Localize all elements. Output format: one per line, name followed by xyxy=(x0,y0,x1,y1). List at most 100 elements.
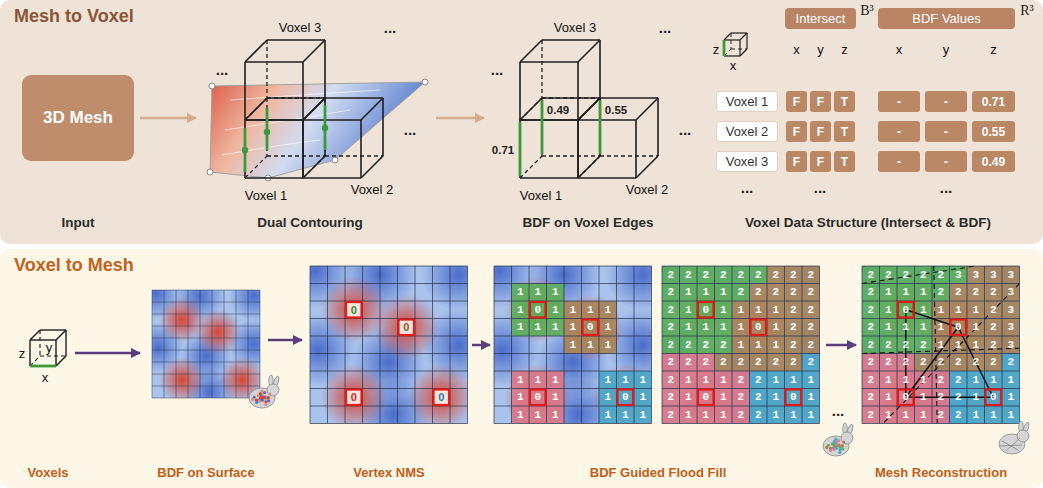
axis-cube-icon xyxy=(65,330,66,356)
flow-arrow xyxy=(140,117,196,120)
bdf-edge-figure xyxy=(520,156,542,178)
bunny-mesh xyxy=(267,396,270,399)
bunny-mesh xyxy=(267,384,279,396)
step-caption: Mesh Reconstruction xyxy=(875,466,1007,480)
table-cell: F xyxy=(786,121,807,142)
grid-ff2 xyxy=(662,353,820,354)
grid-nms xyxy=(310,423,468,424)
bdf-edge-figure xyxy=(542,97,600,99)
grid-ff1 xyxy=(494,371,652,372)
ellipsis: ... xyxy=(659,20,672,37)
cell-value: F xyxy=(793,155,800,169)
dual-contouring-figure xyxy=(302,62,304,120)
axis-cube-icon xyxy=(30,330,66,366)
flow-arrow xyxy=(826,344,856,347)
flow-arrow xyxy=(472,344,490,347)
axis-cube-icon xyxy=(724,33,731,40)
bdf-edge-figure xyxy=(520,40,542,62)
dual-contouring-figure xyxy=(245,119,303,121)
grid-sur xyxy=(195,309,241,355)
cell-value: 0.71 xyxy=(982,95,1005,109)
grid-ff2 xyxy=(631,235,848,452)
bdf-edge-figure xyxy=(542,39,600,41)
bdf-edge-figure xyxy=(636,98,658,120)
bdf-edge-figure xyxy=(599,98,601,156)
table-cell: F xyxy=(810,121,831,142)
table-cell: - xyxy=(925,91,967,112)
table-cell: T xyxy=(834,91,855,112)
table-cell: 0.49 xyxy=(972,151,1015,172)
dual-contouring-figure xyxy=(303,98,325,120)
axis-cube-icon xyxy=(30,365,56,366)
grid-mr xyxy=(862,336,1020,337)
ellipsis: ... xyxy=(814,180,827,197)
dual-contouring-figure xyxy=(361,156,383,178)
grid-sur xyxy=(152,338,260,339)
dual-contouring-figure xyxy=(207,40,428,181)
bunny-mesh xyxy=(264,400,267,403)
dual-contouring-figure xyxy=(267,39,325,41)
axis-cube-icon xyxy=(30,356,40,366)
grid-row-numbers: 2 1 1 1 2 2 1 1 1 xyxy=(667,409,816,420)
voxel-label: Voxel 1 xyxy=(245,189,288,203)
grid-row-numbers: 2 1 1 1 2 2 1 1 1 xyxy=(667,374,816,385)
bunny-mesh xyxy=(825,446,828,449)
grid-mr xyxy=(862,318,1020,319)
grid-ff1 xyxy=(494,301,652,302)
flow-arrow xyxy=(436,117,484,120)
bdf-edge-figure xyxy=(520,98,542,120)
grid-ff1 xyxy=(494,336,652,337)
dual-contouring-figure xyxy=(325,155,383,156)
grid-ff2 xyxy=(662,371,820,372)
grid-nms xyxy=(310,266,468,267)
voxel-label: Voxel 3 xyxy=(279,21,322,35)
grid-nms xyxy=(467,266,468,424)
dual-contouring-figure xyxy=(264,129,270,135)
dual-contouring-figure xyxy=(303,119,361,121)
bunny-mesh xyxy=(835,447,838,450)
dual-contouring-figure xyxy=(422,79,428,85)
flow-arrow xyxy=(75,352,140,355)
grid-ff2 xyxy=(662,318,820,319)
row-label-box: Voxel 1 xyxy=(716,91,778,112)
bdf-edge-figure xyxy=(635,120,637,178)
grid-sur xyxy=(152,398,260,399)
grid-mr xyxy=(1019,266,1020,424)
ellipsis: ... xyxy=(741,180,754,197)
grid-row-numbers: 2 1 1 1 2 2 2 2 2 xyxy=(667,287,816,298)
grid-ff2 xyxy=(662,336,820,337)
axis-cube-icon xyxy=(40,329,66,330)
cell-value: 0.55 xyxy=(982,125,1005,139)
dual-contouring-figure xyxy=(303,98,325,120)
bdf-edge-figure xyxy=(578,177,636,179)
grid-ff1 xyxy=(494,353,652,354)
cell-value: - xyxy=(897,95,901,109)
row-label: Voxel 3 xyxy=(726,154,769,169)
axis-cube-icon xyxy=(746,33,747,49)
grid-nms xyxy=(310,301,468,302)
axis-label: x xyxy=(730,59,737,73)
grid-ff1 xyxy=(494,318,652,319)
space-label: B³ xyxy=(860,3,874,18)
bdf-edge-figure xyxy=(520,177,578,179)
grid-sur xyxy=(176,290,177,398)
grid-mr xyxy=(862,353,1020,354)
ellipsis: ... xyxy=(679,122,692,139)
grid-ff1 xyxy=(494,423,652,424)
dual-contouring-figure xyxy=(332,157,338,163)
grid-row-numbers: 1 0 1 xyxy=(604,392,648,403)
bdf-edge-figure xyxy=(577,120,579,178)
grid-row-numbers: 2 2 2 2 2 2 2 2 2 xyxy=(667,357,816,368)
grid-sur xyxy=(236,290,237,398)
dual-contouring-figure xyxy=(360,120,362,178)
bdf-edge-figure xyxy=(520,40,658,178)
bdf-edge-figure xyxy=(520,119,578,121)
grid-nms xyxy=(321,364,388,424)
grid-row-numbers: 2 2 2 2 1 1 1 2 2 xyxy=(667,339,816,350)
grid-row-numbers: 1 0 1 xyxy=(517,392,561,403)
grid-ff2 xyxy=(662,266,820,267)
grid-nms xyxy=(399,320,415,336)
grid-nms xyxy=(434,390,450,406)
ellipsis: ... xyxy=(832,403,845,420)
